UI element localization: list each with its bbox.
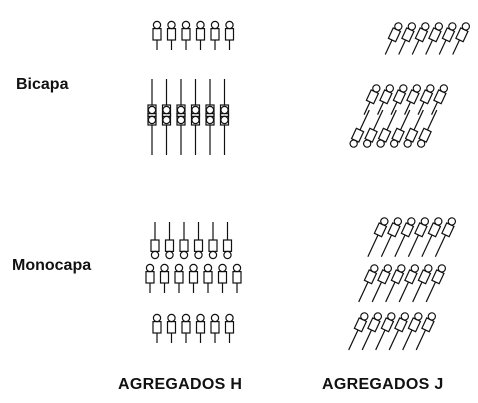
dye-molecule	[166, 20, 177, 50]
dye-molecule	[390, 84, 408, 115]
dye-molecule	[367, 217, 389, 258]
dye-molecule	[205, 105, 215, 155]
dye-molecule	[150, 222, 160, 260]
dye-molecule	[147, 79, 157, 125]
dye-molecule	[452, 22, 471, 55]
dye-molecule	[398, 22, 417, 55]
dye-molecule	[375, 312, 396, 351]
dye-molecule	[431, 84, 449, 115]
dye-molecule	[416, 109, 438, 148]
dye-molecule	[164, 222, 175, 260]
dye-molecule	[152, 313, 162, 343]
dye-molecule	[425, 264, 447, 303]
monocapa-label: Monocapa	[12, 257, 92, 274]
dye-molecule	[384, 22, 403, 55]
dye-molecule	[224, 20, 235, 50]
dye-molecule	[145, 263, 155, 293]
dye-molecule	[425, 22, 444, 55]
bicapa-h-aggregate	[147, 20, 235, 155]
dye-molecule	[362, 109, 384, 148]
dye-molecule	[411, 22, 430, 55]
dye-molecule	[193, 222, 204, 260]
dye-molecule	[147, 105, 157, 155]
dye-molecule	[219, 105, 230, 155]
dye-molecule	[217, 263, 228, 293]
dye-molecule	[394, 217, 416, 258]
bicapa-label: Bicapa	[16, 76, 69, 93]
agregados-h-label: AGREGADOS H	[118, 376, 243, 393]
dye-molecule	[407, 217, 430, 258]
dye-molecule	[402, 312, 423, 351]
dye-molecule	[176, 105, 186, 155]
dye-molecule	[434, 217, 457, 258]
dye-molecule	[232, 263, 242, 293]
dye-molecule	[176, 79, 186, 125]
dye-molecule	[208, 222, 218, 260]
dye-molecule	[348, 312, 369, 351]
dye-molecule	[181, 313, 191, 343]
dye-molecule	[417, 84, 435, 115]
dye-molecule	[190, 105, 201, 155]
dye-molecule	[195, 313, 206, 343]
dye-molecule	[179, 222, 189, 260]
dye-molecule	[161, 105, 172, 155]
dye-molecule	[389, 109, 411, 148]
dye-molecule	[188, 263, 199, 293]
dye-molecule	[377, 84, 395, 115]
dye-molecule	[404, 84, 422, 115]
dye-molecule	[195, 20, 206, 50]
agregados-j-label: AGREGADOS J	[322, 376, 444, 393]
dye-molecule	[210, 20, 220, 50]
dye-molecule	[152, 20, 162, 50]
dye-molecule	[371, 264, 393, 303]
dye-molecule	[159, 263, 170, 293]
dye-molecule	[363, 84, 381, 115]
dye-molecule	[166, 313, 177, 343]
dye-molecule	[385, 264, 406, 303]
dye-molecule	[438, 22, 457, 55]
dye-molecule	[222, 222, 233, 260]
dye-molecule	[415, 312, 437, 351]
dye-molecule	[349, 109, 370, 148]
dye-molecule	[181, 20, 191, 50]
dye-molecule	[205, 79, 215, 125]
dye-molecule	[358, 264, 379, 303]
dye-molecule	[380, 217, 403, 258]
dye-molecule	[421, 217, 443, 258]
dye-molecule	[388, 312, 410, 351]
dye-molecule	[398, 264, 420, 303]
dye-molecule	[403, 109, 424, 148]
dye-molecule	[210, 313, 220, 343]
dye-molecule	[224, 313, 235, 343]
dye-molecule	[361, 312, 383, 351]
dye-molecule	[219, 79, 230, 125]
bicapa-j-aggregate	[349, 22, 471, 148]
monocapa-h-aggregate	[145, 222, 242, 343]
monocapa-j-aggregate	[348, 217, 457, 351]
dye-molecule	[376, 109, 397, 148]
dye-molecule	[203, 263, 213, 293]
dye-molecule	[190, 79, 201, 125]
dye-molecule	[412, 264, 433, 303]
dye-molecule	[174, 263, 184, 293]
dye-molecule	[161, 79, 172, 125]
